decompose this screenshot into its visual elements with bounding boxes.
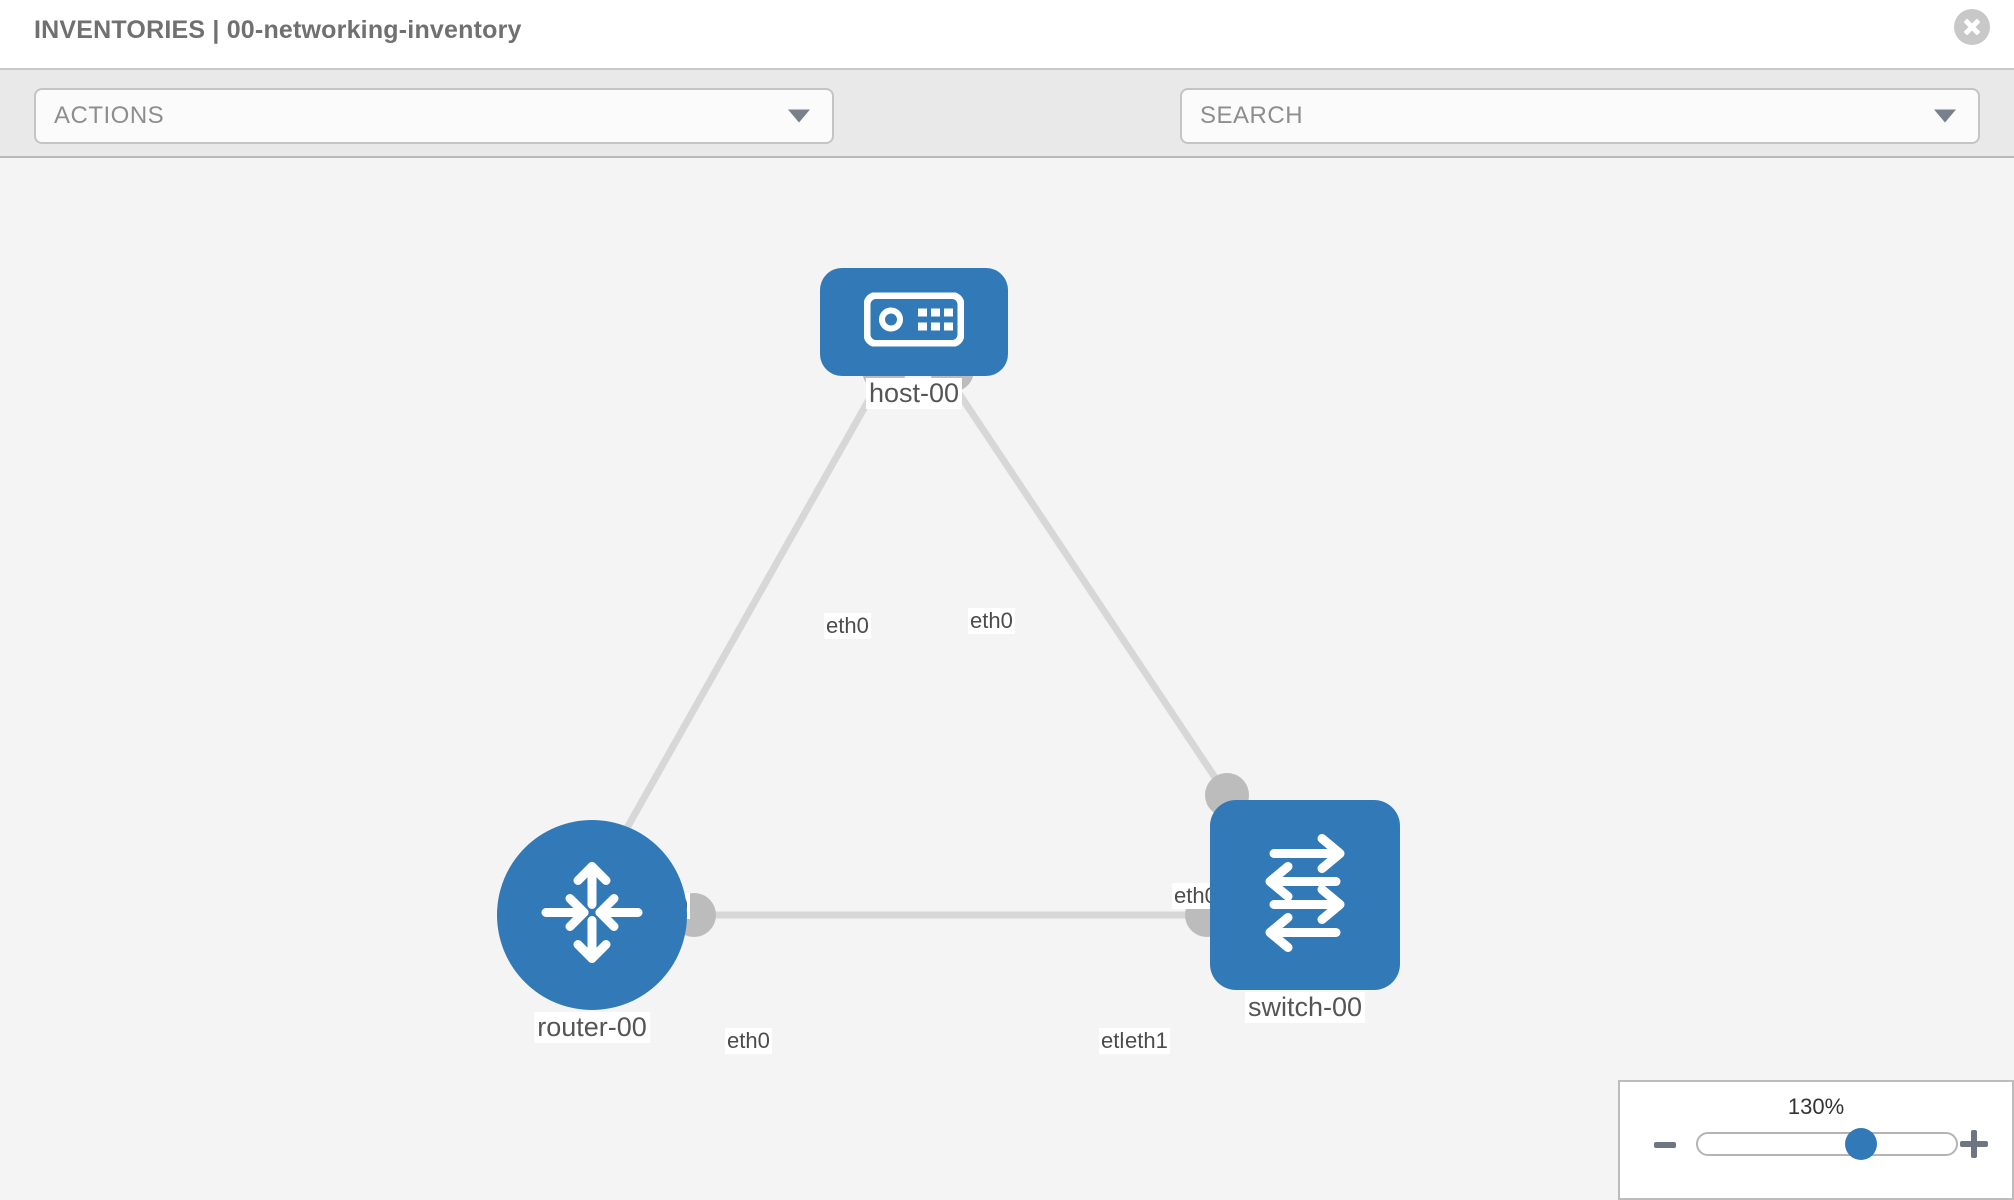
toolbar: ACTIONS SEARCH	[0, 68, 2014, 202]
node-switch-00[interactable]: switch-00	[1210, 800, 1400, 1024]
node-router-00-shape	[497, 820, 687, 1010]
node-switch-00-label: switch-00	[1244, 992, 1366, 1024]
interface-label-switch-left: eth1	[1123, 1028, 1170, 1055]
actions-dropdown-label: ACTIONS	[54, 102, 165, 129]
interface-label-host-left: eth0	[824, 613, 871, 640]
search-placeholder: SEARCH	[1200, 102, 1304, 129]
topology-canvas[interactable]: eth0 eth0 eth0 eth0 eth0 eth0 eth1 host-…	[0, 158, 2014, 1200]
node-host-00-shape	[820, 268, 1008, 376]
page-title: INVENTORIES | 00-networking-inventory	[34, 16, 522, 44]
plus-icon[interactable]	[1960, 1130, 1988, 1158]
close-icon[interactable]	[1954, 9, 1990, 45]
page-header: INVENTORIES | 00-networking-inventory	[0, 0, 2014, 68]
node-router-00[interactable]: router-00	[497, 820, 687, 1044]
router-arrows-icon	[532, 853, 652, 978]
minus-icon[interactable]	[1654, 1142, 1676, 1148]
interface-label-host-right: eth0	[968, 608, 1015, 635]
zoom-slider-thumb[interactable]	[1844, 1128, 1877, 1160]
node-host-00[interactable]: host-00	[820, 268, 1008, 410]
zoom-control-panel: 130%	[1618, 1080, 2014, 1200]
actions-dropdown[interactable]: ACTIONS	[34, 88, 834, 144]
zoom-percent-label: 130%	[1787, 1094, 1845, 1119]
zoom-slider[interactable]	[1696, 1128, 1958, 1160]
node-router-00-label: router-00	[534, 1012, 650, 1044]
server-icon	[863, 292, 965, 352]
node-host-00-label: host-00	[865, 378, 963, 410]
chevron-down-icon	[788, 109, 810, 123]
topology-links	[606, 378, 1265, 919]
chevron-down-icon	[1934, 109, 1956, 123]
interface-label-router-right: eth0	[725, 1028, 772, 1055]
switch-arrows-icon	[1244, 832, 1366, 959]
node-switch-00-shape	[1210, 800, 1400, 990]
search-input[interactable]: SEARCH	[1180, 88, 1980, 144]
link-host-switch[interactable]	[947, 378, 1265, 850]
link-host-router[interactable]	[606, 378, 884, 860]
